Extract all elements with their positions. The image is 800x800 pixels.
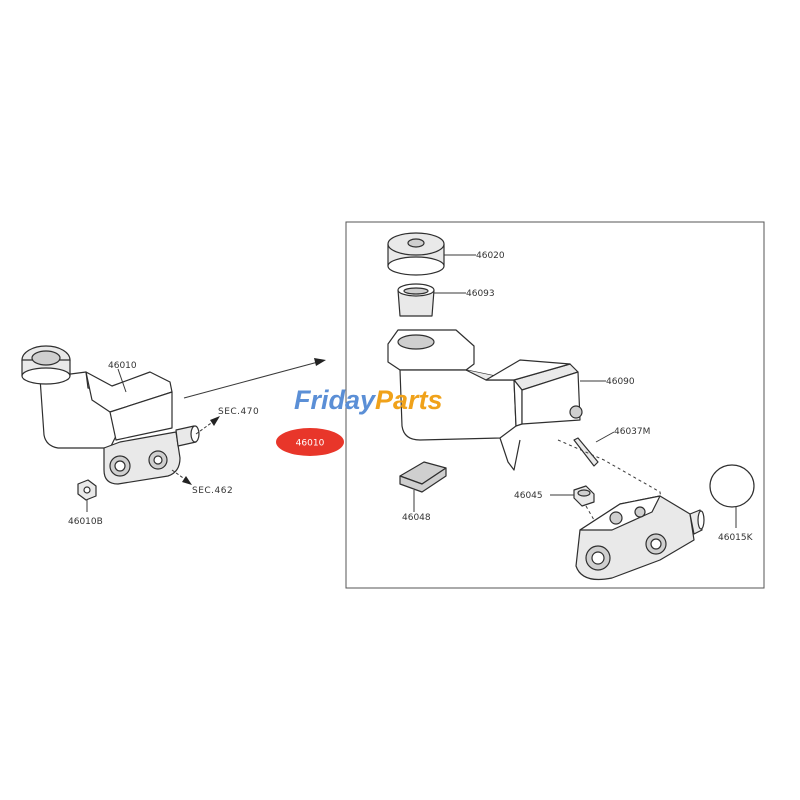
exploded-view-arrow xyxy=(183,361,319,399)
guide-line-2 xyxy=(585,505,595,521)
label-grommet-small: 46045 xyxy=(514,491,543,501)
reservoir-tank-figure xyxy=(387,329,583,471)
label-sec470: SEC.470 xyxy=(218,407,259,417)
label-pin: 46037M xyxy=(614,427,650,437)
label-reservoir: 46090 xyxy=(606,377,635,387)
strainer-figure xyxy=(397,283,435,317)
label-cap: 46020 xyxy=(476,251,505,261)
label-sec462: SEC.462 xyxy=(192,486,233,496)
label-oring: 46015K xyxy=(718,533,754,543)
watermark-logo: FridayParts xyxy=(294,385,443,415)
grommet-small-figure xyxy=(573,485,595,507)
arrow-sec470 xyxy=(195,420,215,435)
arrow-head-sec470 xyxy=(210,416,220,426)
exploded-view-frame xyxy=(345,221,765,589)
exploded-view-arrow-head xyxy=(314,358,326,366)
reservoir-cap-figure xyxy=(387,232,445,276)
master-cylinder-assembly-figure xyxy=(21,345,200,512)
watermark-part1: Friday xyxy=(294,385,377,415)
label-assembly: 46010 xyxy=(108,361,137,371)
cylinder-body-figure xyxy=(575,495,705,581)
label-strainer: 46093 xyxy=(466,289,495,299)
label-grommet-large: 46048 xyxy=(402,513,431,523)
watermark-part2: Parts xyxy=(375,385,443,415)
arrow-head-sec462 xyxy=(182,476,192,485)
grommet-large-figure xyxy=(399,461,447,493)
leader-46010 xyxy=(117,368,127,393)
arrow-sec462 xyxy=(171,469,187,481)
label-nut: 46010B xyxy=(68,517,103,527)
oring-figure xyxy=(709,464,755,508)
highlight-label: 46010 xyxy=(296,439,325,449)
highlight-callout[interactable]: 46010 xyxy=(276,428,344,456)
